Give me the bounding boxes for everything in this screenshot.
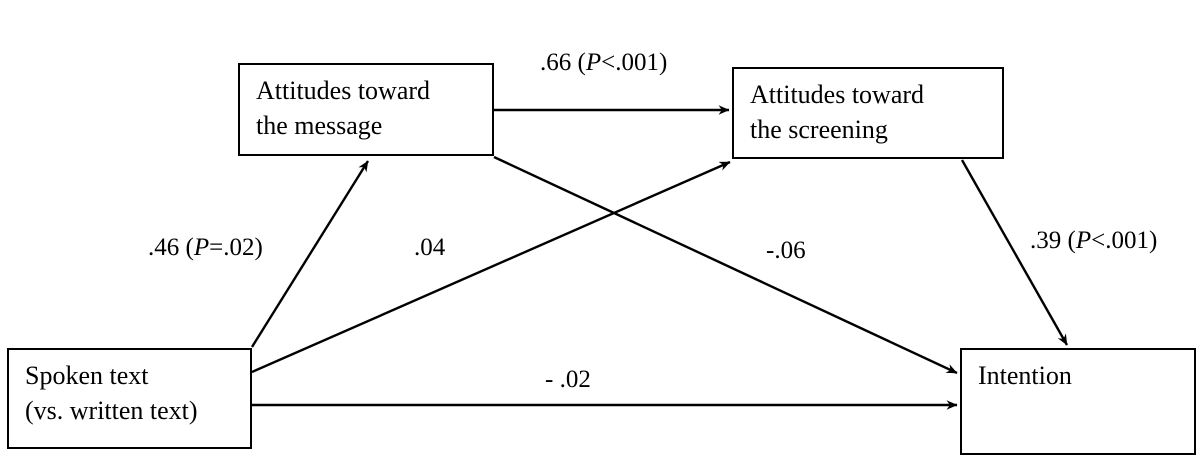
node-label-line1: Attitudes toward (256, 76, 431, 105)
node-attitudes-toward-the-message: Attitudes toward the message (238, 63, 494, 156)
coefficient-value: .46 (148, 234, 180, 261)
p-value-open: ( (1067, 227, 1076, 254)
p-symbol: P (1075, 227, 1092, 254)
node-attitudes-toward-the-screening: Attitudes toward the screening (732, 67, 1004, 159)
p-value-open: ( (577, 49, 586, 76)
p-value-open: ( (185, 234, 194, 261)
p-symbol: P (585, 49, 602, 76)
p-value-text: <.001) (601, 49, 668, 76)
edge-label-message-to-intention: .04 (414, 235, 445, 260)
edge-spoken-to-message (250, 160, 370, 348)
edge-screening-to-intention (960, 159, 1069, 346)
edge-label-screening-to-intention: .39 (P<.001) (1030, 228, 1157, 253)
node-label-line2: the screening (750, 115, 888, 145)
edge-label-spoken-to-message: .46 (P=.02) (148, 235, 263, 260)
p-symbol: P (193, 234, 210, 261)
node-label-line2: (vs. written text) (25, 396, 198, 426)
p-value-text: <.001) (1091, 227, 1158, 254)
coefficient-value: .66 (540, 49, 572, 76)
coefficient-value: -.06 (766, 237, 806, 264)
node-label-line2: the message (256, 111, 383, 141)
edge-label-spoken-to-intention: - .02 (545, 367, 591, 392)
coefficient-value: .04 (414, 234, 446, 261)
node-label-line1: Intention (978, 361, 1072, 390)
node-label-line1: Spoken text (25, 361, 149, 390)
node-spoken-text: Spoken text (vs. written text) (7, 348, 252, 449)
coefficient-value: .39 (1030, 227, 1062, 254)
edge-label-spoken-to-screening: -.06 (766, 238, 806, 263)
p-value-text: =.02) (209, 234, 263, 261)
edge-spoken-to-screening (251, 160, 731, 374)
node-label-line1: Attitudes toward (750, 80, 925, 109)
coefficient-value: - .02 (545, 366, 591, 393)
edge-label-message-to-screening: .66 (P<.001) (540, 50, 667, 75)
edge-message-to-intention (493, 155, 958, 375)
node-intention: Intention (960, 348, 1196, 455)
